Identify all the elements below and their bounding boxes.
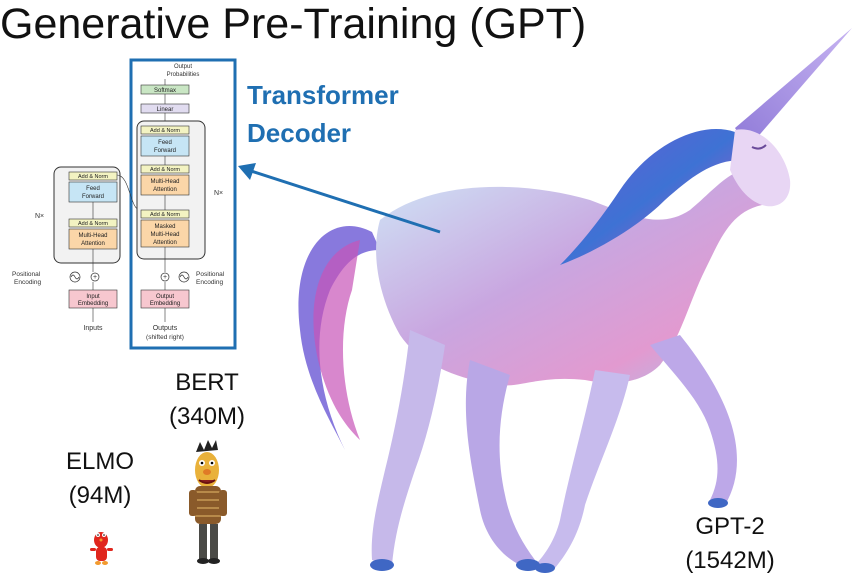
softmax-label: Softmax xyxy=(154,88,176,94)
decoder-masked-mha-box xyxy=(140,219,190,248)
bert-label: BERT (340M) xyxy=(157,366,257,434)
gpt2-label: GPT-2 (1542M) xyxy=(670,510,790,578)
encoder-add-norm-bottom-label: Add & Norm xyxy=(78,221,108,227)
back-leg-1 xyxy=(371,330,445,565)
encoder-positional-line2: Encoding xyxy=(14,279,41,286)
output-probs-line1: Output xyxy=(174,64,192,70)
encoder-add-norm-top xyxy=(68,171,118,181)
callout-arrow-line xyxy=(247,168,441,234)
decoder-ff-line1: Feed xyxy=(158,140,172,146)
front-leg-1 xyxy=(535,370,630,568)
elmo-size: (94M) xyxy=(68,482,132,509)
decoder-highlight-frame xyxy=(129,58,237,350)
front-leg-2 xyxy=(650,335,737,505)
outputs-line1: Outputs xyxy=(153,325,178,332)
decoder-add-norm-1 xyxy=(140,125,190,135)
bert-name: BERT xyxy=(175,369,239,396)
callout-arrowhead-icon xyxy=(238,163,256,180)
body-shape xyxy=(376,166,783,386)
svg-text:+: + xyxy=(163,274,167,281)
callout-transformer-label: Transformer xyxy=(247,80,399,110)
callout-decoder-label: Decoder xyxy=(247,118,352,148)
decoder-masked-line1: Masked xyxy=(154,224,175,230)
svg-text:+: + xyxy=(93,274,97,281)
bert-size: (340M) xyxy=(168,403,246,430)
input-embedding-line1: Input xyxy=(86,294,100,300)
output-probs-line2: Probabilities xyxy=(167,72,200,78)
horn-shape xyxy=(735,28,852,148)
output-embedding-line2: Embedding xyxy=(150,301,180,307)
output-embedding-line1: Output xyxy=(156,294,174,300)
slide-title: Generative Pre-Training (GPT) xyxy=(0,0,587,48)
mane-shape xyxy=(560,129,742,265)
gpt2-size: (1542M) xyxy=(685,547,775,574)
decoder-add-circle-icon xyxy=(160,272,170,282)
decoder-ff-line2: Forward xyxy=(154,148,176,154)
decoder-masked-line2: Multi-Head xyxy=(150,232,179,238)
decoder-add-norm-1-label: Add & Norm xyxy=(150,128,180,134)
inputs-label: Inputs xyxy=(83,325,103,332)
encoder-mha-line1: Multi-Head xyxy=(78,233,107,239)
input-embedding-line2: Embedding xyxy=(78,301,108,307)
tail-shape xyxy=(298,226,380,450)
encoder-add-norm-top-label: Add & Norm xyxy=(78,174,108,180)
encoder-add-circle-icon xyxy=(90,272,100,282)
decoder-mha-line2: Attention xyxy=(153,187,177,193)
decoder-positional-line2: Encoding xyxy=(196,279,223,286)
encoder-positional-line1: Positional xyxy=(12,271,41,278)
outputs-line2: (shifted right) xyxy=(146,334,184,341)
decoder-add-norm-2-label: Add & Norm xyxy=(150,167,180,173)
back-leg-2 xyxy=(465,360,535,565)
decoder-positional-line1: Positional xyxy=(196,271,225,278)
encoder-ff-line1: Feed xyxy=(86,186,100,192)
linear-label: Linear xyxy=(157,107,174,113)
decoder-add-norm-3-label: Add & Norm xyxy=(150,212,180,218)
encoder-ff-line2: Forward xyxy=(82,194,104,200)
encoder-mha-line2: Attention xyxy=(81,241,105,247)
elmo-name: ELMO xyxy=(65,448,134,475)
encoder-nx-label: N× xyxy=(35,213,44,220)
head-shape xyxy=(730,129,791,207)
gpt2-name: GPT-2 xyxy=(695,513,765,540)
elmo-label: ELMO (94M) xyxy=(50,445,150,513)
decoder-masked-line3: Attention xyxy=(153,240,177,246)
decoder-nx-label: N× xyxy=(214,190,223,197)
decoder-mha-line1: Multi-Head xyxy=(150,179,179,185)
